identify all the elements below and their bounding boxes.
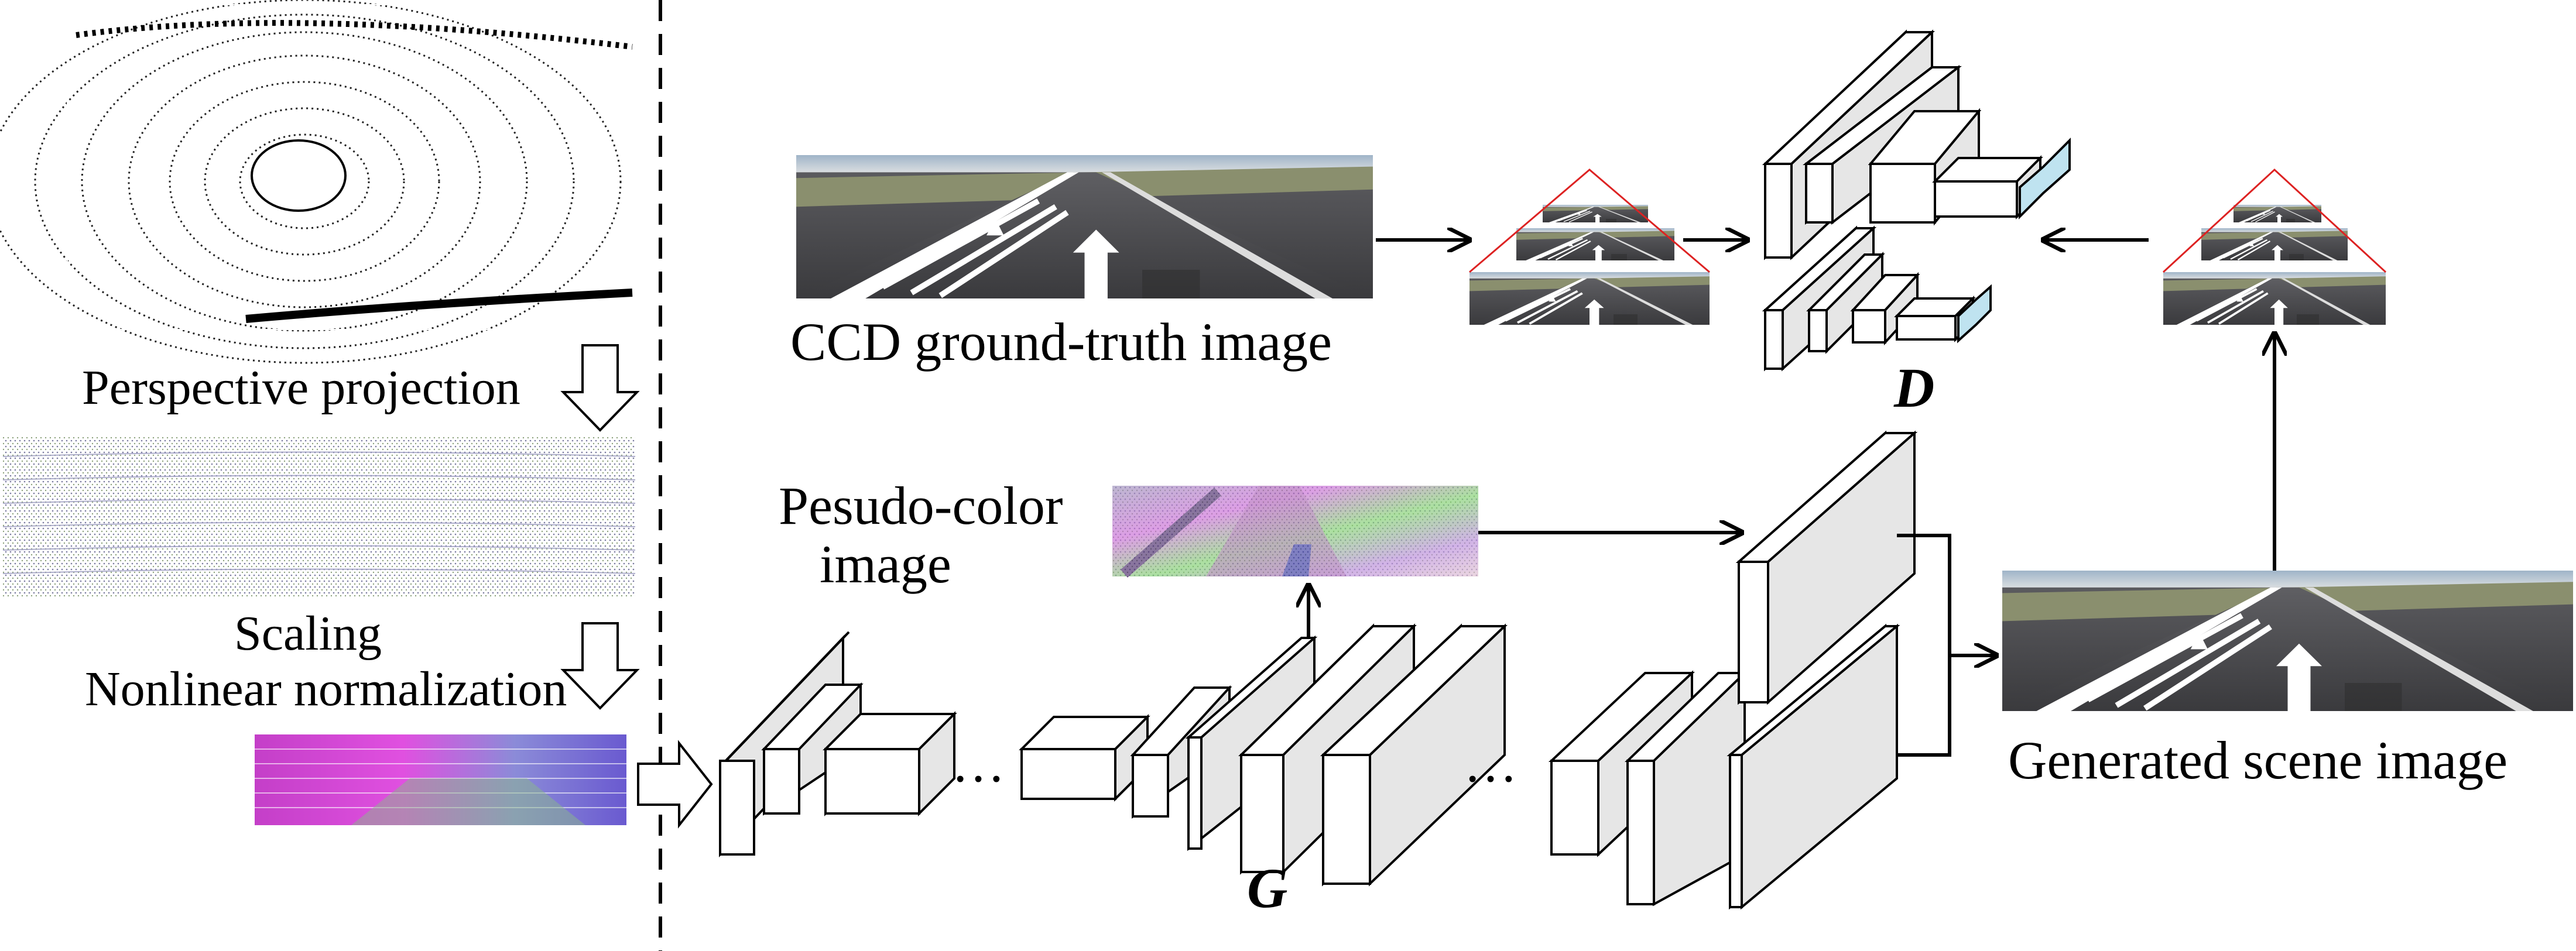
- ellipsis-2: …: [1464, 733, 1517, 793]
- projected-pointcloud-image: [2, 436, 636, 597]
- decoder-join-lines: [1897, 534, 1951, 757]
- lidar-topdown-pointcloud: [0, 0, 639, 364]
- ellipsis-1: …: [951, 733, 1005, 793]
- generator-label: G: [1247, 857, 1287, 919]
- ccd-ground-truth-image: [796, 155, 1373, 298]
- generator-middle-blocks: [1019, 623, 1508, 887]
- generator-decoder-blocks: [1548, 430, 1918, 910]
- ground-truth-image-pyramid: [1469, 169, 1710, 325]
- perspective-projection-label: Perspective projection: [82, 361, 520, 415]
- generator-encoder-blocks: [719, 631, 957, 857]
- nonlinear-normalization-label: Nonlinear normalization: [85, 662, 567, 716]
- discriminator-blocks-lower: [1762, 225, 1992, 372]
- pseudo-color-image: [1112, 486, 1478, 578]
- down-arrow-1: [560, 344, 640, 432]
- discriminator-blocks-upper: [1762, 29, 2071, 260]
- pseudo-color-label-line2: image: [820, 534, 951, 594]
- down-arrow-2: [560, 622, 640, 710]
- generated-scene-label: Generated scene image: [2008, 730, 2508, 790]
- normalized-image: [255, 734, 626, 825]
- discriminator-label: D: [1893, 356, 1934, 419]
- generated-image-pyramid: [2162, 168, 2387, 325]
- pseudo-color-label-line1: Pesudo-color: [779, 476, 1063, 535]
- scaling-label: Scaling: [234, 606, 382, 661]
- input-arrow: [637, 740, 713, 829]
- generated-scene-image: [2002, 571, 2573, 711]
- ccd-ground-truth-label: CCD ground-truth image: [790, 312, 1332, 372]
